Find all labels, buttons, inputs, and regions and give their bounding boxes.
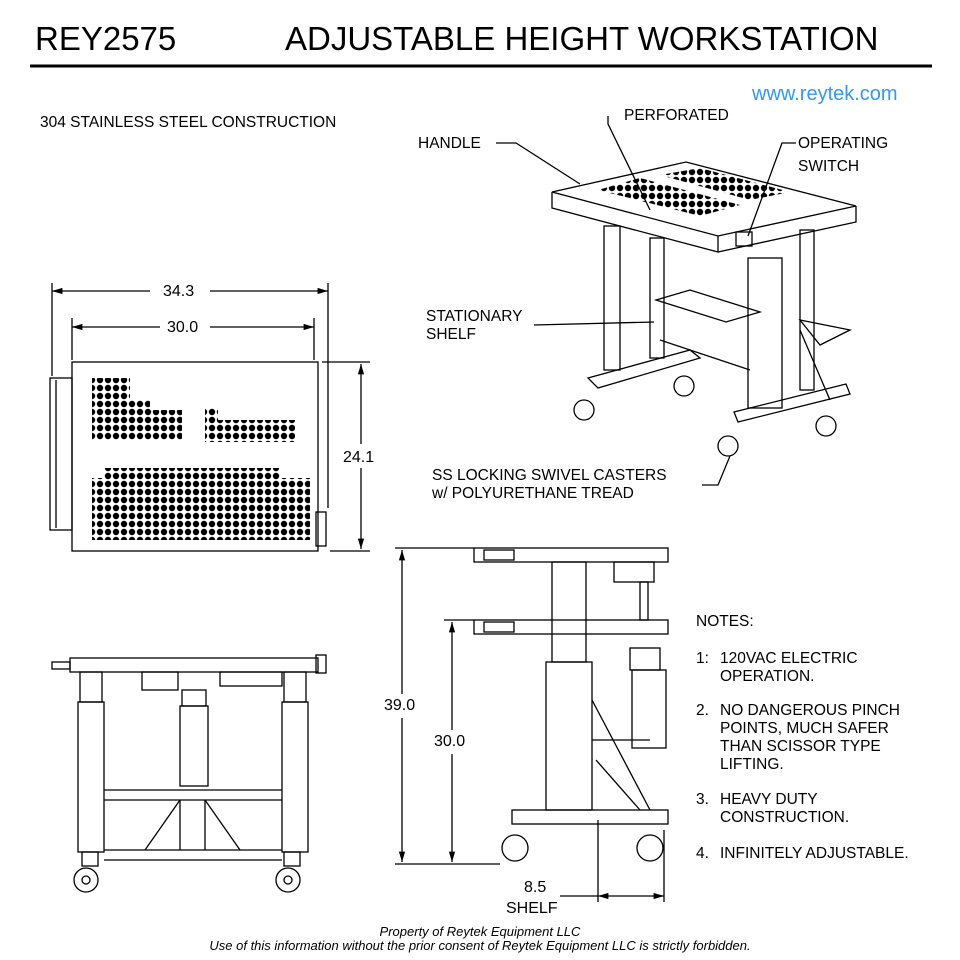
note-number: 2.	[696, 702, 709, 719]
dim-max-height: 39.0	[384, 697, 416, 714]
callout-casters: SS LOCKING SWIVEL CASTERS	[432, 467, 667, 484]
dim-top-width: 30.0	[167, 319, 199, 336]
dim-depth: 24.1	[343, 449, 375, 466]
isometric-view-drawing	[496, 116, 857, 486]
callout-stationary: STATIONARY	[426, 308, 523, 325]
note-number: 1:	[696, 650, 709, 667]
note-number: 4.	[696, 845, 709, 862]
note-text: OPERATION.	[720, 668, 815, 685]
note-text: INFINITELY ADJUSTABLE.	[720, 845, 909, 862]
dim-shelf-label: SHELF	[506, 900, 558, 917]
front-view-drawing	[51, 654, 327, 893]
callout-switch: SWITCH	[798, 158, 860, 175]
note-text: POINTS, MUCH SAFER	[720, 720, 889, 737]
side-view-drawing	[395, 547, 669, 902]
note-text: THAN SCISSOR TYPE	[720, 738, 881, 755]
note-text: 120VAC ELECTRIC	[720, 650, 858, 667]
dim-overall-width: 34.3	[163, 283, 195, 300]
footer-property: Property of Reytek Equipment LLC	[379, 924, 581, 939]
dim-min-height: 30.0	[434, 733, 466, 750]
note-text: CONSTRUCTION.	[720, 809, 850, 826]
model-number: REY2575	[35, 20, 177, 57]
dim-shelf: 8.5	[524, 879, 547, 896]
callout-operating: OPERATING	[798, 135, 889, 152]
callout-perforated: PERFORATED	[624, 107, 729, 124]
note-text: HEAVY DUTY	[720, 791, 818, 808]
note-number: 3.	[696, 791, 709, 808]
footer-disclaimer: Use of this information without the prio…	[209, 938, 751, 953]
notes-heading: NOTES:	[696, 613, 754, 630]
page-title: ADJUSTABLE HEIGHT WORKSTATION	[285, 20, 879, 57]
material-note: 304 STAINLESS STEEL CONSTRUCTION	[40, 114, 337, 131]
callout-handle: HANDLE	[418, 135, 481, 152]
callout-shelf: SHELF	[426, 326, 476, 343]
website-link[interactable]: www.reytek.com	[752, 83, 898, 105]
note-text: LIFTING.	[720, 756, 784, 773]
callout-tread: w/ POLYURETHANE TREAD	[432, 485, 634, 502]
note-text: NO DANGEROUS PINCH	[720, 702, 900, 719]
